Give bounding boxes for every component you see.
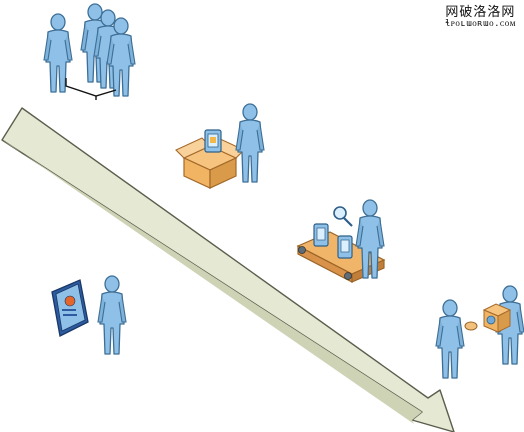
conveyor-inspection-icon: [296, 199, 386, 283]
presentation-board-icon: [51, 275, 127, 355]
delivery-exchange-icon: [435, 285, 524, 379]
watermark-title: 网破洛洛网: [445, 5, 516, 20]
packing-box-icon: [175, 103, 265, 189]
watermark: 网破洛洛网 ɬᴘᴏʟɯᴏʀɯᴏ.ᴄᴏᴍ: [445, 6, 516, 29]
process-arrow-icon: [1, 107, 455, 432]
people-team-icon: [43, 3, 136, 100]
watermark-url: ɬᴘᴏʟɯᴏʀɯᴏ.ᴄᴏᴍ: [444, 18, 516, 29]
